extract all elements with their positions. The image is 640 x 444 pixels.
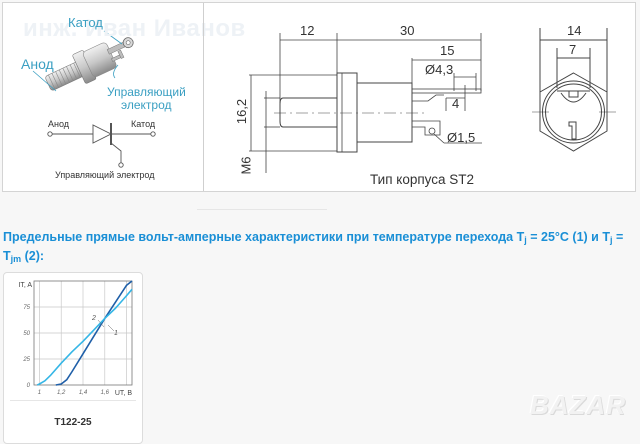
photo-label-cathode: Катод (68, 15, 103, 30)
vac-chart: 1 1,2 1,4 1,6 0 25 50 75 IT, A UT, B 2 1 (18, 280, 133, 397)
svg-text:0: 0 (27, 383, 31, 389)
dim-thread-m6: M6 (238, 156, 254, 175)
vac-chart-card[interactable]: 1 1,2 1,4 1,6 0 25 50 75 IT, A UT, B 2 1 T122-25 (3, 272, 143, 444)
panel-divider (203, 3, 204, 191)
svg-text:2: 2 (91, 315, 96, 322)
section-heading: Предельные прямые вольт-амперные характе… (3, 229, 633, 267)
heading-text: (2): (21, 249, 45, 263)
svg-text:50: 50 (23, 331, 30, 337)
svg-text:1: 1 (114, 330, 118, 337)
svg-text:1,6: 1,6 (101, 390, 110, 396)
side-view-drawing (249, 28, 616, 173)
product-images-panel: инж. Иван Иванов Катод Анод Управляющий … (2, 2, 636, 192)
dim-7: 7 (569, 42, 577, 57)
svg-text:1,2: 1,2 (57, 390, 66, 396)
dim-12: 12 (300, 23, 315, 38)
dim-14: 14 (567, 23, 582, 38)
schematic-label-cathode: Катод (131, 119, 156, 129)
svg-text:75: 75 (23, 305, 30, 311)
section-separator (197, 209, 327, 210)
chart-caption-separator (10, 400, 136, 401)
dim-hole-4-3: Ø4,3 (425, 62, 454, 77)
heading-subscript: jm (10, 254, 22, 264)
svg-text:1,4: 1,4 (79, 390, 88, 396)
photo-label-gate-line1: Управляющий (107, 85, 186, 99)
schematic-label-anode: Анод (48, 119, 70, 129)
photo-label-gate-line2: электрод (121, 98, 172, 112)
dim-4: 4 (452, 96, 460, 111)
svg-text:1: 1 (38, 390, 41, 396)
heading-subscript: j (609, 235, 613, 245)
dim-hole-1-5: Ø1,5 (447, 130, 476, 145)
heading-text: = 25°C (1) и T (526, 230, 610, 244)
site-logo-watermark: BAZAR (530, 390, 626, 420)
package-type-caption: Тип корпуса ST2 (370, 172, 475, 187)
chart-caption: T122-25 (54, 417, 92, 428)
schematic-label-gate: Управляющий электрод (55, 170, 155, 180)
photo-label-anode: Анод (21, 56, 54, 72)
heading-text: = T (3, 230, 624, 263)
svg-text:UT, B: UT, B (115, 390, 132, 397)
dim-15: 15 (440, 43, 455, 58)
svg-text:25: 25 (22, 357, 30, 363)
thyristor-illustration (32, 30, 156, 168)
dim-16-2: 16,2 (234, 98, 250, 125)
heading-text: Предельные прямые вольт-амперные характе… (3, 230, 525, 244)
dimension-drawing-panel: 12 30 15 Ø4,3 4 Ø1,5 16,2 M6 Тип корпуса… (204, 3, 635, 191)
dim-30: 30 (400, 23, 415, 38)
thyristor-photo-panel: инж. Иван Иванов Катод Анод Управляющий … (3, 3, 245, 191)
svg-text:IT, A: IT, A (18, 282, 32, 289)
heading-subscript: j (524, 235, 527, 245)
